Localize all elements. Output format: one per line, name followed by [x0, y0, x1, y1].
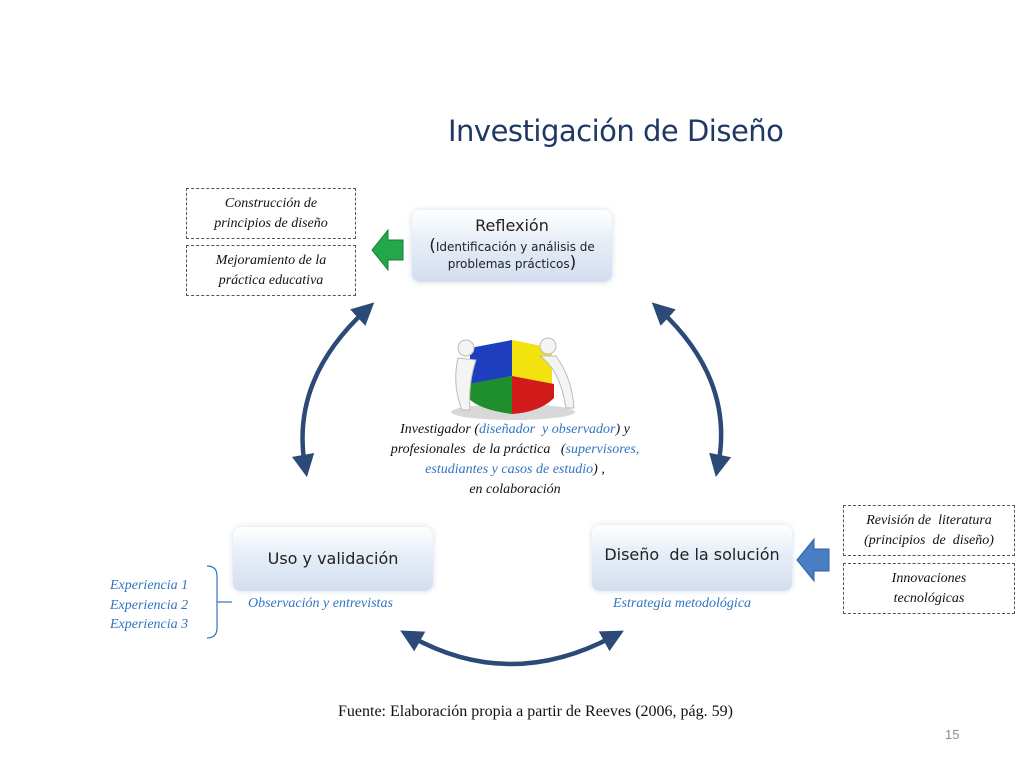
experience-item: Experiencia 3 — [110, 617, 189, 632]
cycle-arrow-bottom — [400, 630, 624, 667]
experiences-bracket — [206, 565, 218, 639]
uso-validacion-caption: Observación y entrevistas — [248, 596, 393, 611]
reflexion-paren-close: ) — [569, 253, 577, 273]
center-line2-b: supervisores, — [565, 442, 640, 457]
experience-item: Experiencia 1 — [110, 578, 189, 593]
center-line3-b: ) , — [593, 462, 605, 477]
experience-item: Experiencia 2 — [110, 598, 189, 613]
mejoramiento-practica-box: Mejoramiento de la práctica educativa — [186, 245, 356, 296]
reflexion-box: Reflexión (Identificación y análisis de … — [412, 210, 612, 282]
reflexion-detail: Identificación y análisis de problemas p… — [435, 240, 595, 271]
center-line3-a: estudiantes y casos de estudio — [425, 462, 594, 477]
innovaciones-tecnologicas-box: Innovaciones tecnológicas — [843, 563, 1015, 614]
green-left-arrow-icon — [371, 228, 404, 272]
uso-validacion-heading: Uso y validación — [267, 549, 399, 568]
puzzle-collaboration-icon — [451, 337, 575, 420]
source-citation: Fuente: Elaboración propia a partir de R… — [338, 703, 733, 720]
diseno-solucion-caption: Estrategia metodológica — [613, 596, 752, 611]
reflexion-heading: Reflexión — [475, 216, 549, 235]
cycle-arrow-left — [291, 302, 375, 478]
cycle-arrow-right — [651, 302, 732, 478]
principios-diseno-box: Construcción de principios de diseño — [186, 188, 356, 239]
center-line1-c: ) y — [615, 422, 630, 437]
blue-left-arrow-icon — [796, 537, 830, 583]
diseno-solucion-heading: Diseño de la solución — [604, 545, 780, 564]
collaboration-text: Investigador (diseñador y observador) y … — [350, 420, 680, 500]
reflexion-detail-block: (Identificación y análisis de problemas … — [412, 238, 612, 272]
center-line4: en colaboración — [469, 482, 561, 497]
revision-literatura-box: Revisión de literatura (principios de di… — [843, 505, 1015, 556]
reflexion-paren-open: ( — [429, 236, 436, 256]
center-line2-a: profesionales de la práctica ( — [390, 442, 566, 457]
diseno-solucion-box: Diseño de la solución — [592, 525, 792, 591]
center-line1-a: Investigador ( — [400, 422, 480, 437]
uso-validacion-box: Uso y validación — [233, 527, 433, 591]
page-number: 15 — [945, 727, 960, 742]
slide-title: Investigación de Diseño — [448, 114, 784, 148]
center-line1-b: diseñador y observador — [479, 422, 616, 437]
